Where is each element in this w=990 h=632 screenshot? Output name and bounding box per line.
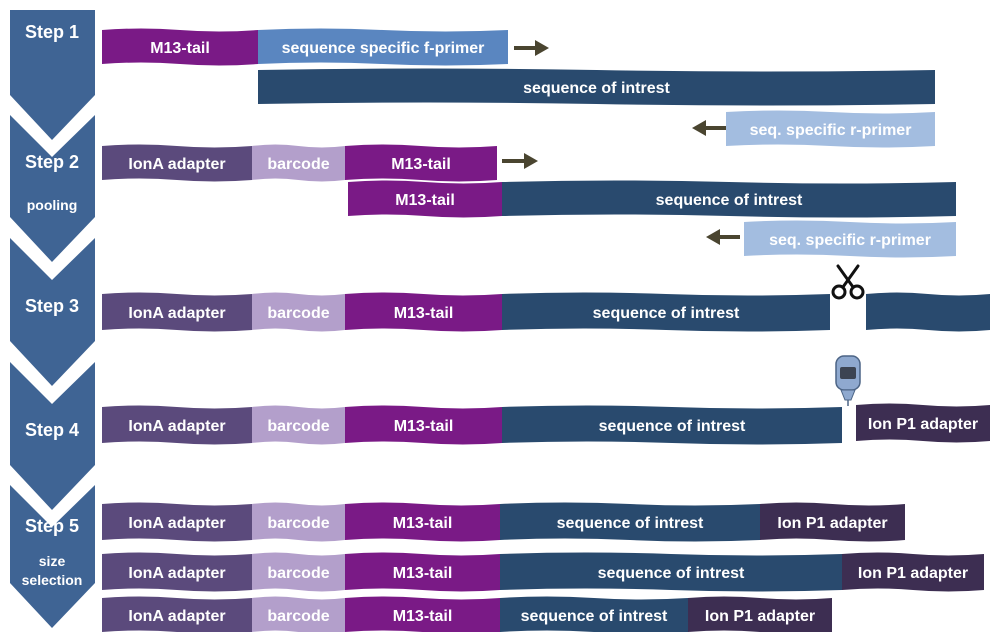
ionA-adapter (102, 502, 252, 542)
step-sublabel: pooling (27, 197, 78, 213)
ionA-adapter (102, 405, 252, 445)
step-chevron-column (10, 10, 95, 628)
barcode-label: barcode (267, 515, 329, 532)
sequence-of-interest-label: sequence of intrest (599, 418, 746, 435)
ion-p1-adapter (856, 403, 990, 443)
m13-tail-label: M13-tail (393, 565, 453, 582)
ion-p1-adapter (760, 502, 905, 542)
sequence-of-interest (502, 180, 956, 218)
m13-tail-label: M13-tail (394, 418, 454, 435)
ionA-adapter (102, 552, 252, 592)
m13-tail (345, 405, 502, 445)
step-label: Step 3 (25, 296, 79, 316)
barcode (252, 405, 345, 445)
m13-tail-label: M13-tail (393, 515, 453, 532)
barcode-label: barcode (267, 156, 329, 173)
sequence-of-interest (502, 292, 830, 332)
barcode (252, 552, 345, 592)
ionA-adapter-label: IonA adapter (128, 418, 225, 435)
r-primer-label: seq. specific r-primer (769, 232, 931, 249)
step-label: Step 4 (25, 420, 79, 440)
m13-tail-label: M13-tail (391, 156, 451, 173)
step-chevron (10, 115, 95, 262)
r-primer-label: seq. specific r-primer (750, 122, 912, 139)
barcode-label: barcode (267, 608, 329, 625)
sequence-of-interest-label: sequence of intrest (523, 80, 670, 97)
ion-p1-adapter-label: Ion P1 adapter (858, 565, 968, 582)
ion-p1-adapter-label: Ion P1 adapter (705, 608, 815, 625)
sequence-of-interest-label: sequence of intrest (656, 192, 803, 209)
ionA-adapter-label: IonA adapter (128, 608, 225, 625)
m13-tail-label: M13-tail (150, 40, 210, 57)
ionA-adapter-label: IonA adapter (128, 565, 225, 582)
ionA-adapter (102, 292, 252, 332)
m13-tail-label: M13-tail (394, 305, 454, 322)
ionA-adapter (102, 596, 252, 632)
ligase-tube-icon (835, 355, 861, 406)
ionA-adapter-label: IonA adapter (128, 305, 225, 322)
barcode (252, 502, 345, 542)
ion-p1-adapter-label: Ion P1 adapter (868, 416, 978, 433)
r-primer (744, 220, 956, 258)
sequence-of-interest-label: sequence of intrest (593, 305, 740, 322)
barcode-label: barcode (267, 565, 329, 582)
ionA-adapter-label: IonA adapter (128, 515, 225, 532)
m13-tail (345, 502, 500, 542)
m13-tail (345, 596, 500, 632)
r-primer (726, 110, 935, 148)
barcode-label: barcode (267, 418, 329, 435)
barcode (252, 596, 345, 632)
ion-p1-adapter (842, 552, 984, 592)
sequence-of-interest-label: sequence of intrest (598, 565, 745, 582)
ion-p1-adapter (688, 596, 832, 632)
step-chevron (10, 10, 95, 140)
sequence-of-interest-label: sequence of intrest (521, 608, 668, 625)
m13-tail-label: M13-tail (395, 192, 455, 209)
sequence-of-interest (500, 596, 688, 632)
step-sublabel: size (39, 553, 66, 569)
f-primer-label: sequence specific f-primer (282, 40, 485, 57)
sequence-of-interest (502, 405, 842, 445)
barcode (252, 292, 345, 332)
scissors-icon (831, 264, 865, 300)
m13-tail (102, 28, 258, 66)
arrow-head-icon (535, 40, 549, 56)
step-chevron (10, 238, 95, 386)
step-label: Step 5 (25, 516, 79, 536)
sequence-of-interest-label: sequence of intrest (557, 515, 704, 532)
sequence-of-interest (500, 502, 760, 542)
ionA-adapter (102, 144, 252, 182)
step-sublabel: selection (22, 572, 83, 588)
m13-tail (345, 552, 500, 592)
m13-tail (345, 144, 497, 182)
arrow-head-icon (706, 229, 720, 245)
arrow-head-icon (692, 120, 706, 136)
m13-tail (348, 180, 502, 218)
arrow-head-icon (524, 153, 538, 169)
sequence-of-interest (500, 552, 842, 592)
barcode (252, 144, 345, 182)
step-label: Step 1 (25, 22, 79, 42)
sequence-of-interest (258, 68, 935, 106)
f-primer (258, 28, 508, 66)
primer-direction-arrows (502, 40, 740, 245)
cut-fragment (866, 292, 990, 332)
fragment-ribbons: M13-tail sequence specific f-primer sequen… (102, 28, 990, 632)
m13-tail (345, 292, 502, 332)
m13-tail-label: M13-tail (393, 608, 453, 625)
step-label: Step 2 (25, 152, 79, 172)
barcode-label: barcode (267, 305, 329, 322)
step-chevron (10, 362, 95, 510)
ion-p1-adapter-label: Ion P1 adapter (777, 515, 887, 532)
step-chevron (10, 485, 95, 628)
ionA-adapter-label: IonA adapter (128, 156, 225, 173)
